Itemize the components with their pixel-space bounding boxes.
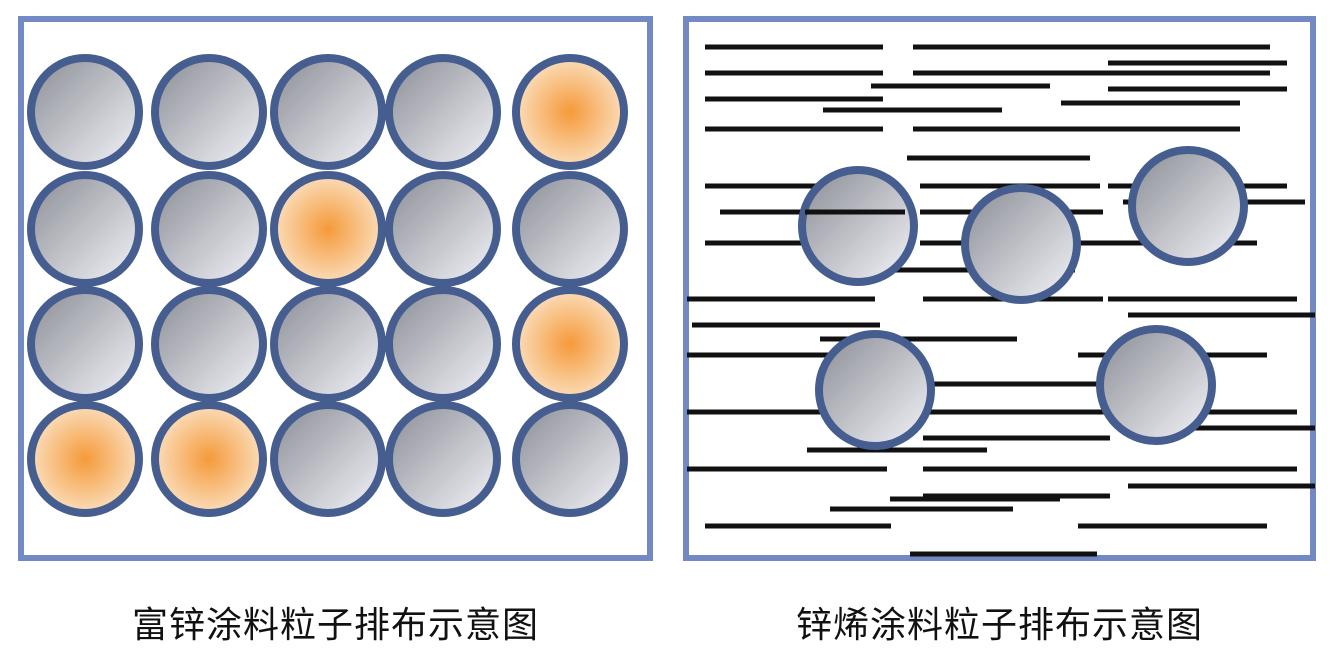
zinc-particle [385,54,501,170]
zinc-particle [1128,146,1248,266]
zinc-particle [512,401,628,517]
zinc-particle [27,171,143,287]
zinc-rich-caption: 富锌涂料粒子排布示意图 [131,605,539,646]
zinc-particle [815,330,935,450]
zinc-rich-panel [0,0,665,580]
zinc-particle [151,54,267,170]
zinc-particle [27,286,143,402]
zinc-particle-active [27,401,143,517]
zinc-particle-active [512,286,628,402]
zinc-graphene-panel [665,0,1330,580]
zinc-particle-active [270,171,386,287]
zinc-particle [27,54,143,170]
zinc-particle [270,401,386,517]
zinc-particle [961,184,1081,304]
zinc-rich-diagram [18,16,653,561]
zinc-graphene-caption: 锌烯涂料粒子排布示意图 [795,605,1203,646]
zinc-particle [270,54,386,170]
zinc-particle [512,171,628,287]
zinc-graphene-diagram [683,16,1316,561]
zinc-particle [798,166,918,286]
zinc-particle [151,286,267,402]
zinc-particle [1096,325,1216,445]
zinc-particle [385,171,501,287]
zinc-particle [385,286,501,402]
zinc-particle-active [512,54,628,170]
zinc-particle [270,286,386,402]
zinc-particle [385,401,501,517]
zinc-particle-active [151,401,267,517]
zinc-particle [151,171,267,287]
